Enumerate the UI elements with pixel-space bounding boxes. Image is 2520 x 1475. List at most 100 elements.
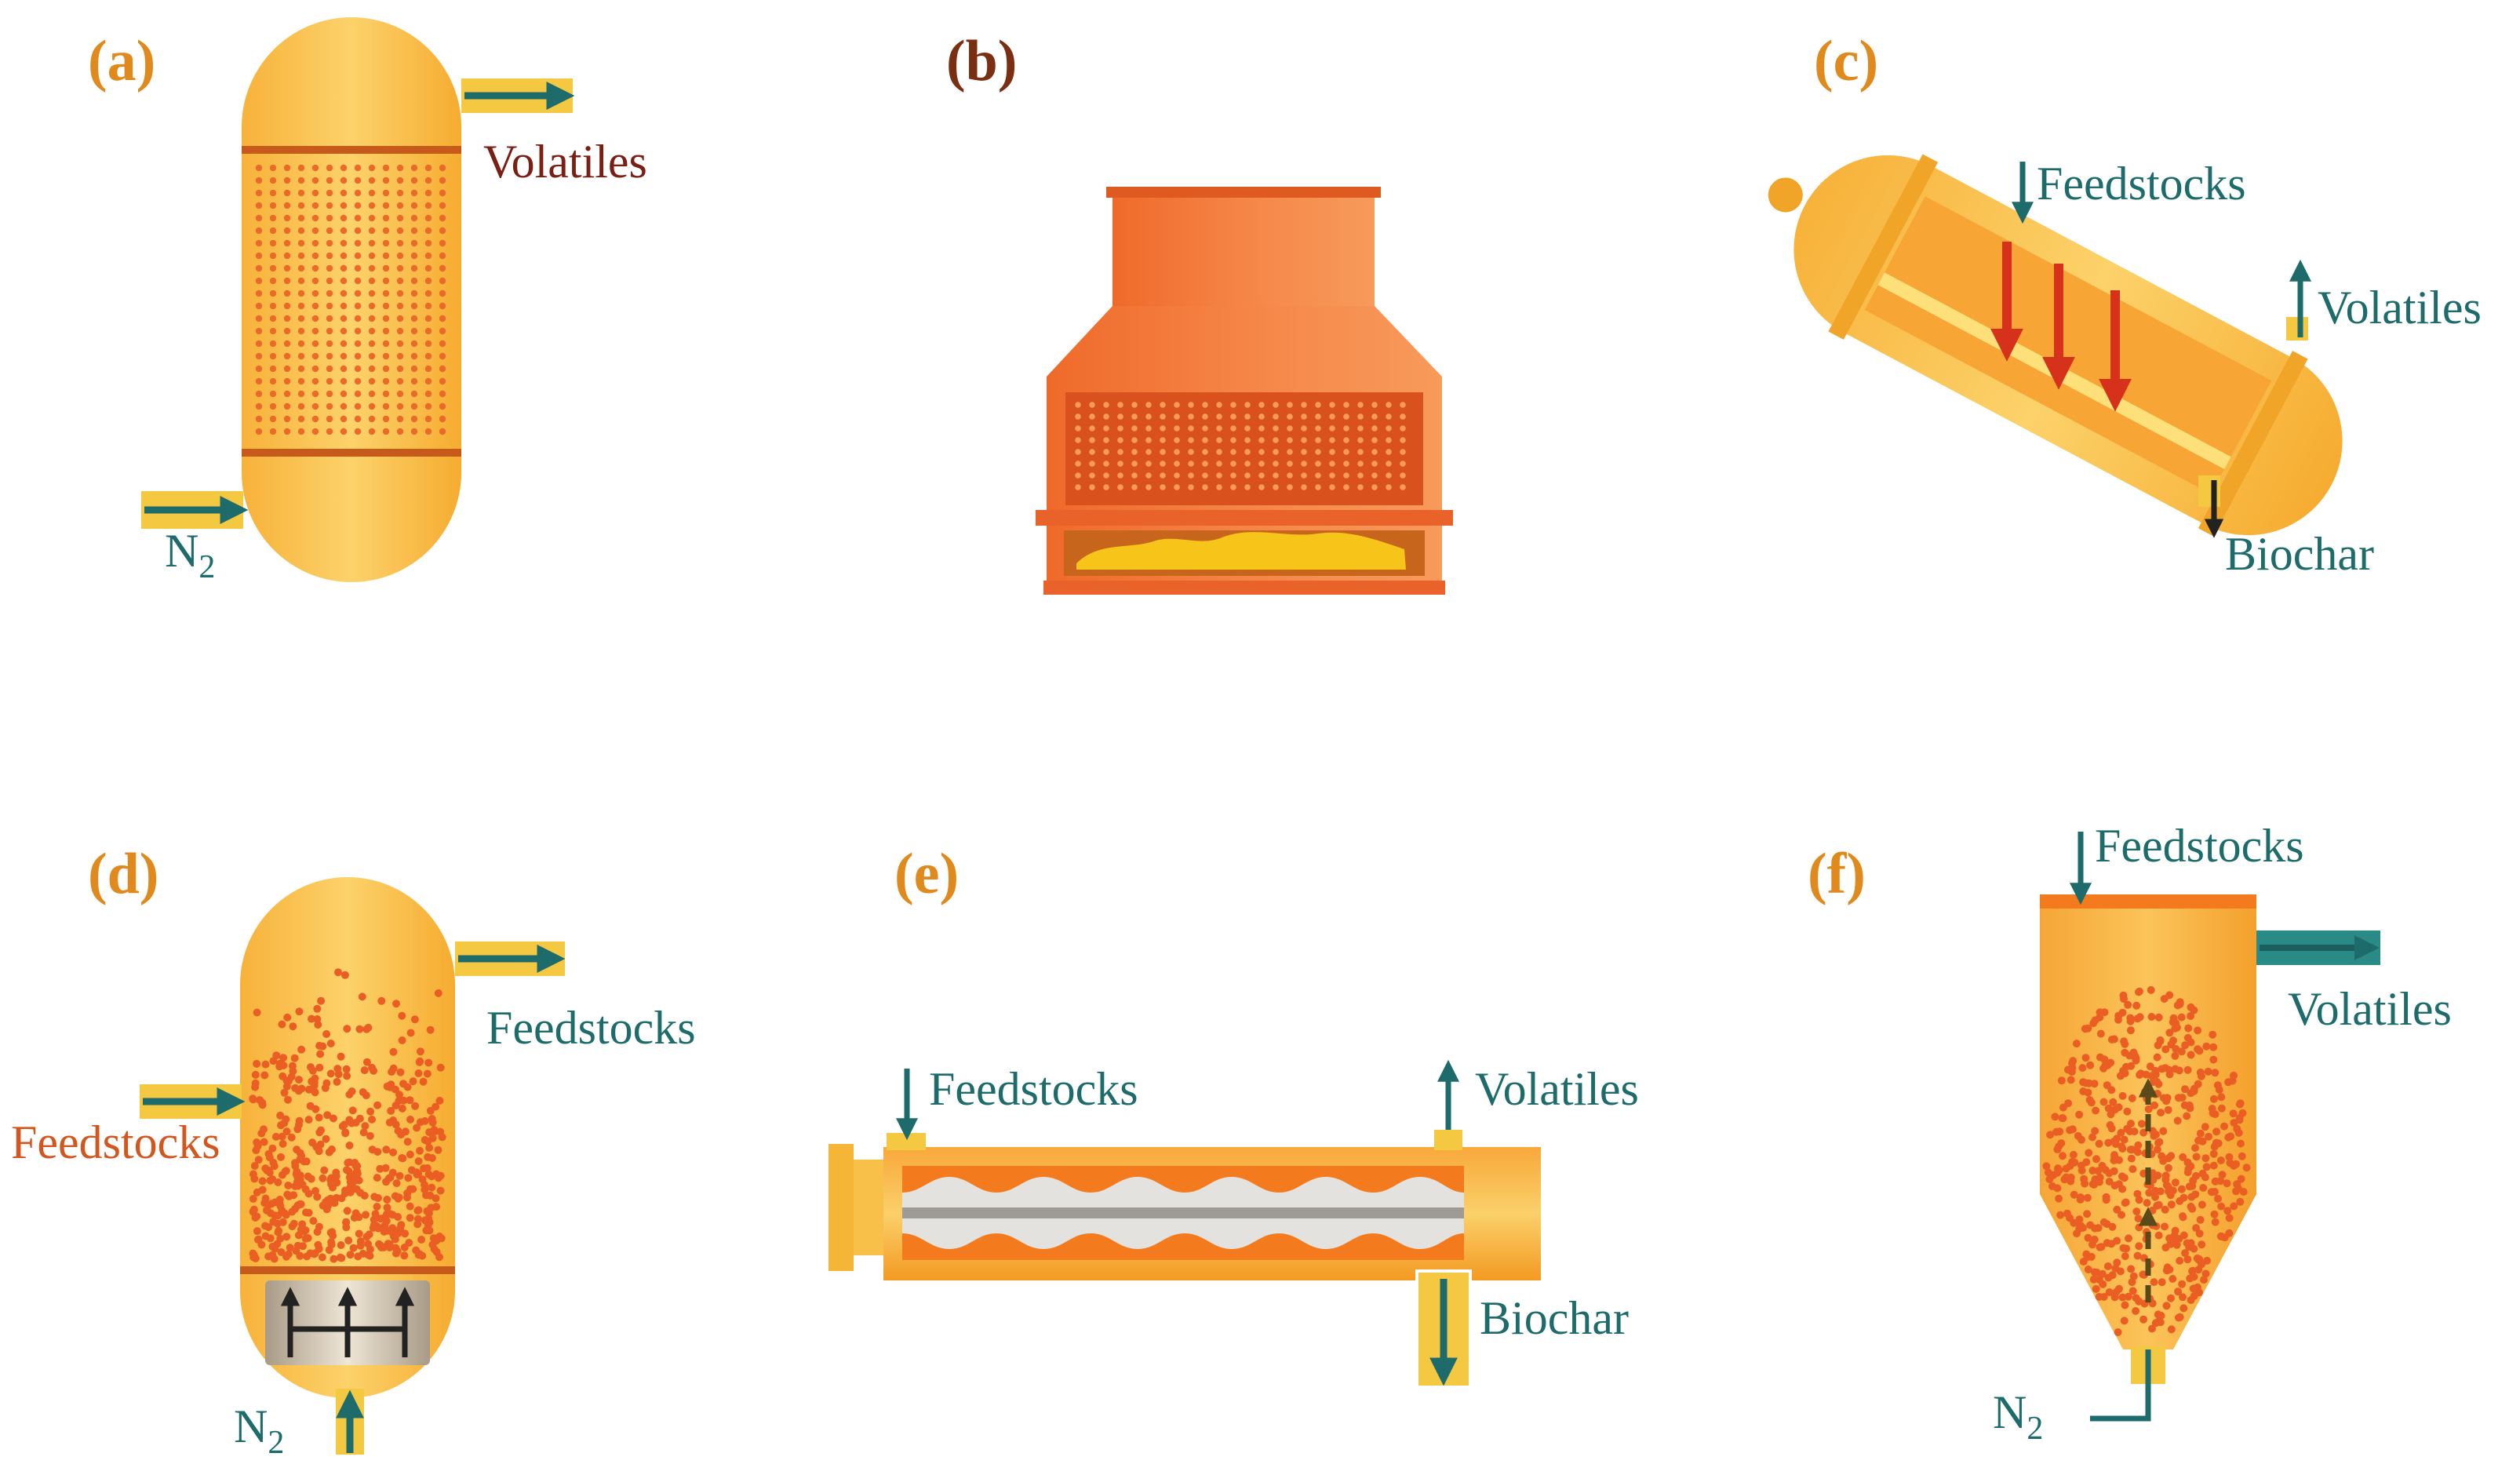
particle-dot: [337, 1241, 345, 1249]
particle-dot: [410, 340, 418, 348]
particle-dot: [2148, 1221, 2157, 1229]
particle-dot: [1145, 472, 1152, 479]
particle-dot: [2209, 1094, 2218, 1103]
particle-dot: [290, 1054, 299, 1062]
particle-dot: [340, 365, 348, 373]
particle-dot: [323, 1202, 332, 1211]
particle-dot: [1103, 484, 1109, 490]
particle-dot: [2237, 1139, 2245, 1148]
particle-dot: [326, 264, 333, 272]
particle-dot: [424, 214, 432, 222]
particle-dot: [1216, 402, 1222, 408]
particle-dot: [375, 1240, 384, 1248]
particle-dot: [1287, 449, 1293, 455]
particle-dot: [411, 1102, 420, 1110]
particle-dot: [382, 390, 390, 398]
particle-dot: [2133, 1148, 2142, 1156]
particle-dot: [1301, 413, 1307, 420]
particle-dot: [2237, 1175, 2245, 1183]
particle-dot: [424, 189, 432, 197]
particle-dot: [2121, 1062, 2130, 1071]
particle-dot: [2094, 1224, 2103, 1233]
particle-dot: [1258, 484, 1265, 490]
particle-dot: [340, 239, 348, 247]
particle-dot: [315, 1113, 323, 1122]
particle-dot: [2107, 1036, 2116, 1043]
particle-dot: [326, 415, 333, 423]
particle-dot: [2161, 1222, 2169, 1231]
particle-dot: [394, 1127, 402, 1135]
particle-dot: [2147, 985, 2155, 994]
particle-dot: [2124, 1292, 2132, 1301]
particle-dot: [1230, 425, 1236, 432]
particle-dot: [258, 1177, 267, 1185]
particle-dot: [2103, 1239, 2111, 1247]
particle-dot: [334, 968, 342, 977]
particle-dot: [1301, 437, 1307, 443]
particle-dot: [2177, 1047, 2186, 1056]
particle-dot: [2092, 1284, 2100, 1293]
particle-dot: [1230, 437, 1236, 443]
particle-dot: [278, 1020, 286, 1029]
particle-dot: [426, 1025, 435, 1034]
particle-dot: [1145, 425, 1152, 432]
particle-dot: [326, 390, 333, 398]
particle-dot: [359, 1249, 367, 1258]
particle-dot: [362, 1211, 370, 1219]
panel-d: (d) Feedstocks Feedstocks N2: [11, 842, 696, 1461]
particle-dot: [1089, 484, 1095, 490]
particle-dot: [1301, 472, 1307, 479]
particle-dot: [294, 1231, 303, 1240]
particle-dot: [283, 340, 291, 348]
particle-dot: [1273, 472, 1279, 479]
particle-dot: [434, 989, 442, 997]
particle-dot: [343, 1025, 351, 1033]
particle-dot: [2217, 1202, 2226, 1211]
particle-dot: [396, 302, 404, 310]
particle-dot: [2232, 1187, 2240, 1196]
particle-dot: [406, 1214, 414, 1222]
particle-dot: [1103, 449, 1109, 455]
particle-dot: [295, 1116, 304, 1125]
particle-dot: [1131, 425, 1138, 432]
particle-dot: [344, 1236, 353, 1245]
particle-dot: [2154, 1231, 2163, 1240]
particle-dot: [2091, 1127, 2099, 1135]
particle-dot: [388, 1229, 397, 1238]
particle-dot: [2185, 1243, 2194, 1251]
particle-dot: [258, 1101, 267, 1109]
particle-dot: [2167, 1325, 2176, 1334]
particle-dot: [311, 377, 319, 385]
particle-dot: [325, 1246, 333, 1255]
particle-dot: [382, 428, 390, 435]
particle-dot: [1244, 449, 1251, 455]
particle-dot: [439, 340, 446, 348]
particle-dot: [2070, 1218, 2078, 1227]
particle-dot: [269, 277, 277, 285]
particle-dot: [340, 377, 348, 385]
particle-dot: [1174, 461, 1180, 467]
particle-dot: [268, 1144, 277, 1153]
particle-dot: [2120, 995, 2128, 1003]
particle-dot: [308, 1014, 315, 1023]
particle-dot: [439, 252, 446, 260]
particle-dot: [406, 1150, 414, 1159]
particle-dot: [2129, 1272, 2138, 1280]
particle-dot: [2169, 1036, 2177, 1045]
particle-dot: [2062, 1173, 2070, 1182]
particle-dot: [1103, 437, 1109, 443]
particle-dot: [2188, 1204, 2197, 1213]
particle-dot: [2175, 1235, 2183, 1243]
particle-dot: [1343, 425, 1349, 432]
particle-dot: [297, 177, 305, 184]
particle-dot: [439, 402, 446, 410]
particle-dot: [255, 277, 263, 285]
particle-dot: [426, 1191, 435, 1200]
particle-dot: [286, 1244, 294, 1252]
particle-dot: [297, 390, 305, 398]
particle-dot: [2204, 1067, 2212, 1076]
particle-dot: [1329, 472, 1335, 479]
particle-dot: [2096, 1243, 2104, 1251]
particle-dot: [414, 1157, 423, 1165]
particle-dot: [257, 1129, 266, 1138]
